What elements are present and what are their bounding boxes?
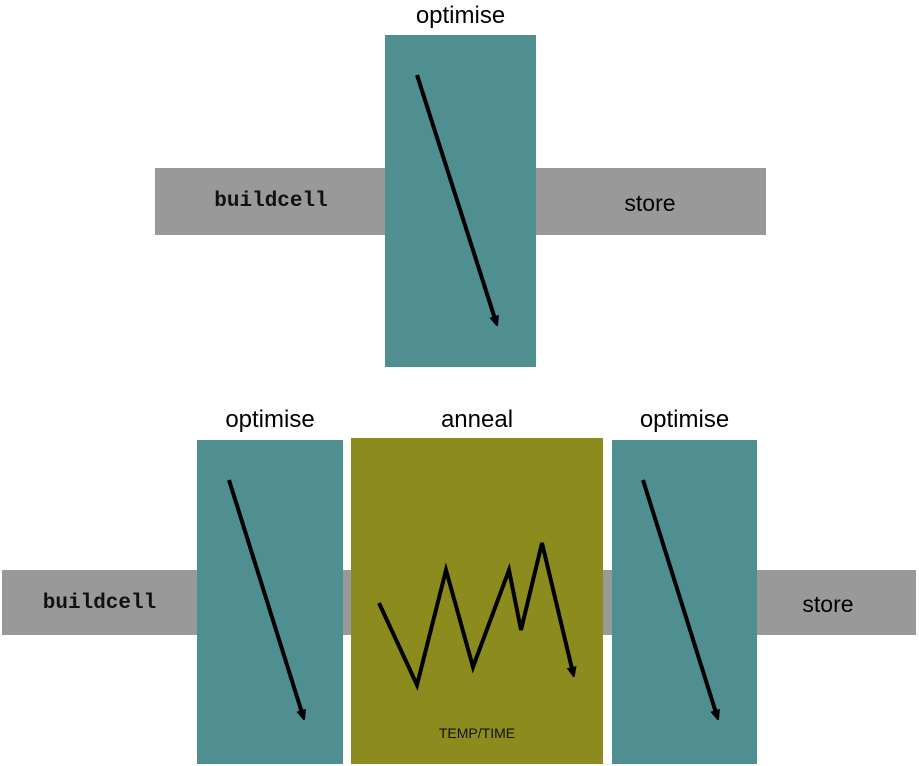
top-store-label: store <box>624 190 676 216</box>
bottom-anneal-label: anneal <box>440 406 514 433</box>
bottom-optimise-box-1 <box>197 440 343 764</box>
top-optimise-label: optimise <box>415 2 506 29</box>
bottom-anneal-box <box>351 438 603 764</box>
bottom-optimise-box-3 <box>612 440 757 764</box>
top-optimise-box <box>385 35 536 367</box>
bottom-buildcell-label: buildcell <box>42 592 157 615</box>
top-pipeline-bar-left <box>155 168 387 235</box>
bottom-anneal-caption: TEMP/TIME <box>438 725 516 741</box>
top-pipeline-bar-right <box>534 168 766 235</box>
bottom-store-label: store <box>802 591 854 617</box>
top-buildcell-label: buildcell <box>214 190 328 213</box>
bottom-optimise-label-1: optimise <box>225 406 315 433</box>
bottom-optimise-label-3: optimise <box>639 406 730 433</box>
